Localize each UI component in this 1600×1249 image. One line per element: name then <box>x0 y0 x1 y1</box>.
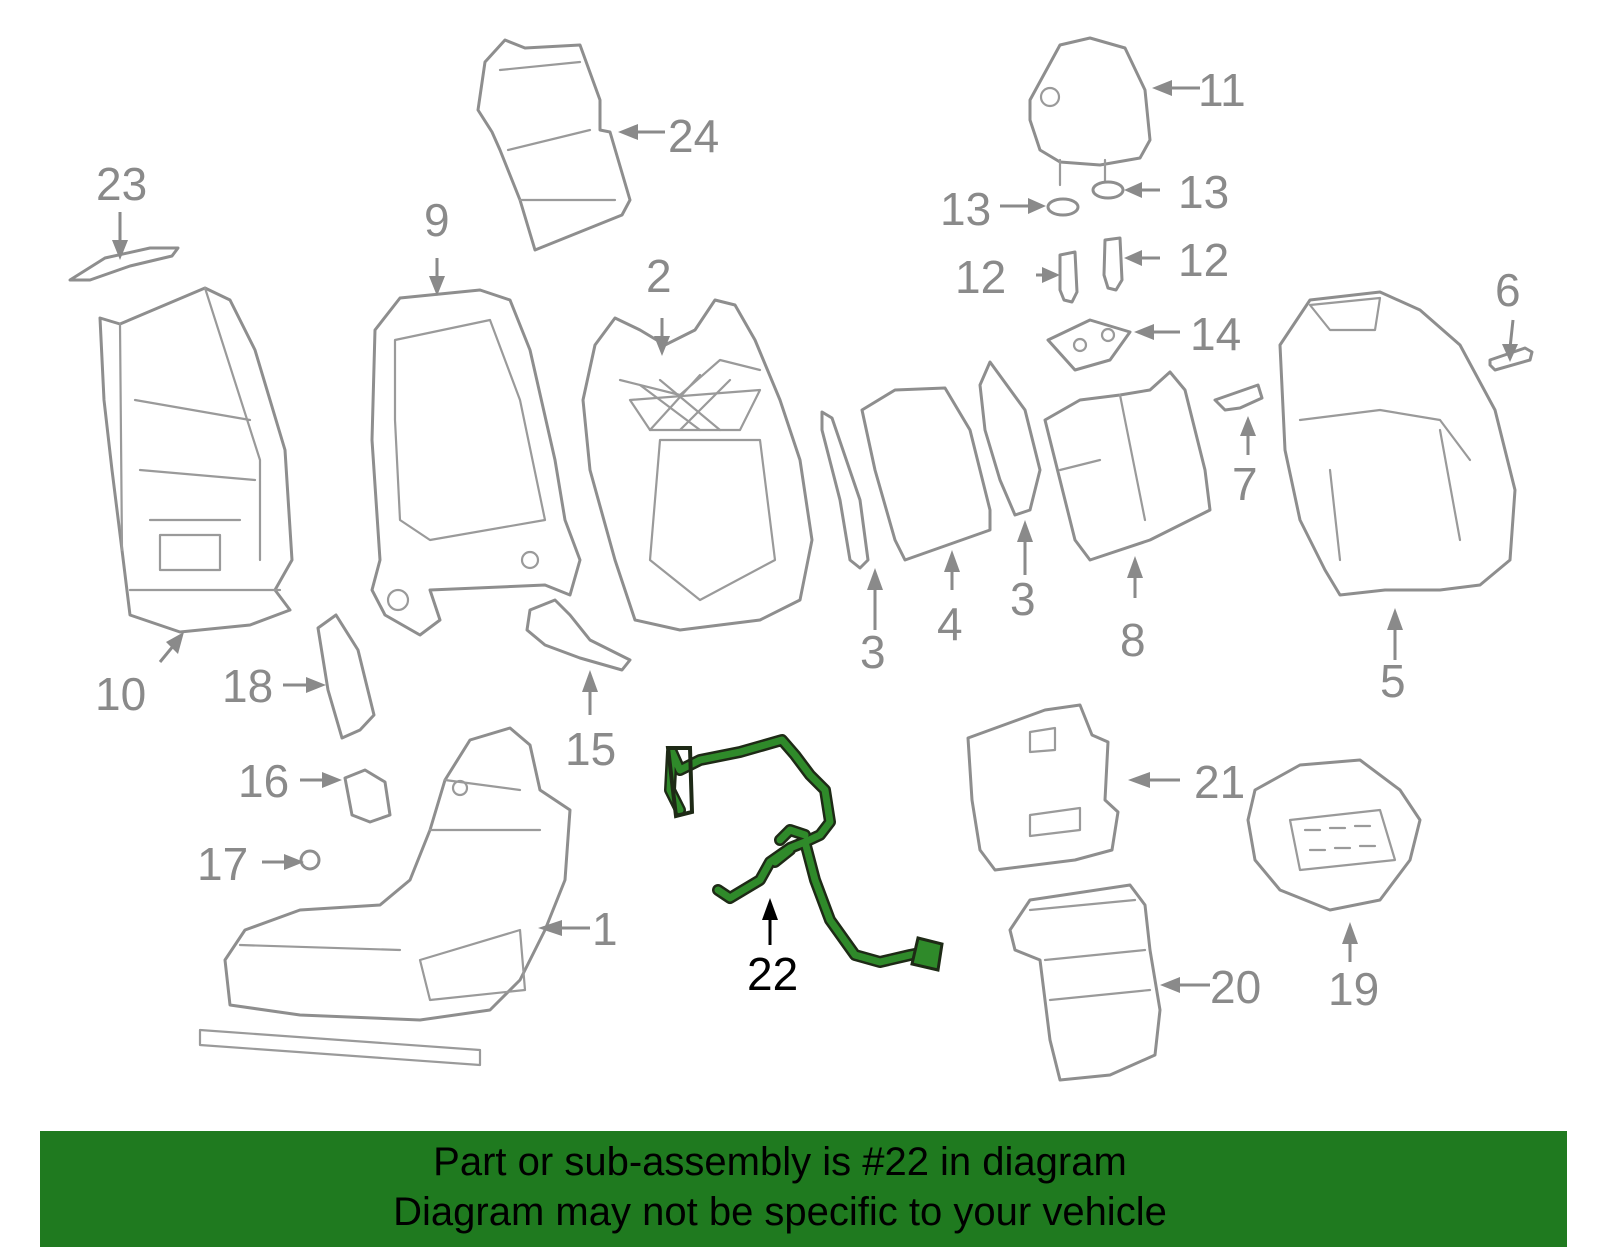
part-3-strip-right <box>978 360 1042 517</box>
callout-15: 15 <box>565 723 616 775</box>
callout-2: 2 <box>646 250 672 302</box>
part-12-guide-left <box>1058 250 1079 304</box>
part-21-module-panel <box>966 703 1120 872</box>
callout-labels: 1 2 3 3 4 5 6 7 8 9 10 11 12 12 13 13 14… <box>95 64 1521 1015</box>
callout-14: 14 <box>1190 308 1241 360</box>
callout-6: 6 <box>1495 264 1521 316</box>
callout-24: 24 <box>668 110 719 162</box>
part-19-control-module <box>1246 758 1422 912</box>
callout-16: 16 <box>238 755 289 807</box>
callout-10: 10 <box>95 668 146 720</box>
part-18-side-panel <box>316 613 376 740</box>
part-4-pad <box>860 386 992 562</box>
callout-23: 23 <box>96 158 147 210</box>
part-2-seatback-cushion <box>581 298 814 632</box>
callout-3-right: 3 <box>1010 573 1036 625</box>
callout-12-right: 12 <box>1178 234 1229 286</box>
callout-3-left: 3 <box>860 626 886 678</box>
callout-13-left: 13 <box>940 183 991 235</box>
callout-17: 17 <box>197 838 248 890</box>
part-22-wiring-harness <box>664 734 944 972</box>
banner-line-disclaimer: Diagram may not be specific to your vehi… <box>393 1190 1167 1234</box>
callout-22: 22 <box>747 948 798 1000</box>
callout-13-right: 13 <box>1178 166 1229 218</box>
part-20-lumbar-unit <box>1008 883 1162 1082</box>
callout-8: 8 <box>1120 614 1146 666</box>
info-banner: Part or sub-assembly is #22 in diagram D… <box>40 1131 1567 1247</box>
callout-19: 19 <box>1328 963 1379 1015</box>
part-23-trim-strip <box>68 246 180 282</box>
part-1-seat-assembly <box>198 726 572 1067</box>
callout-20: 20 <box>1210 961 1261 1013</box>
part-16-bracket <box>343 768 392 824</box>
part-12-guide-right <box>1102 236 1124 292</box>
banner-line-part-number: Part or sub-assembly is #22 in diagram <box>433 1140 1127 1184</box>
callout-5: 5 <box>1380 655 1406 707</box>
part-3-strip-left <box>820 410 870 570</box>
part-17-fastener <box>299 849 321 871</box>
callout-11: 11 <box>1198 64 1246 116</box>
part-7-bracket <box>1213 383 1264 412</box>
part-8-cushion-pad <box>1043 370 1212 562</box>
callout-1: 1 <box>592 903 618 955</box>
part-14-plate <box>1046 318 1132 372</box>
leader-lines <box>112 80 1518 993</box>
part-11-headrest <box>1028 36 1152 187</box>
part-24-back-panel <box>476 38 632 252</box>
callout-12-left: 12 <box>955 251 1006 303</box>
part-5-seat-cover <box>1278 290 1517 597</box>
callout-21: 21 <box>1194 756 1245 808</box>
callout-4: 4 <box>937 598 963 650</box>
part-15-bolster-trim <box>525 598 632 672</box>
callout-7: 7 <box>1232 458 1258 510</box>
part-10-seatback-shell <box>98 286 294 634</box>
part-13-washer-left <box>1046 197 1080 217</box>
part-13-washer-right <box>1091 180 1125 200</box>
callout-18: 18 <box>222 660 273 712</box>
callout-9: 9 <box>424 194 450 246</box>
part-9-seatback-frame <box>370 288 582 637</box>
